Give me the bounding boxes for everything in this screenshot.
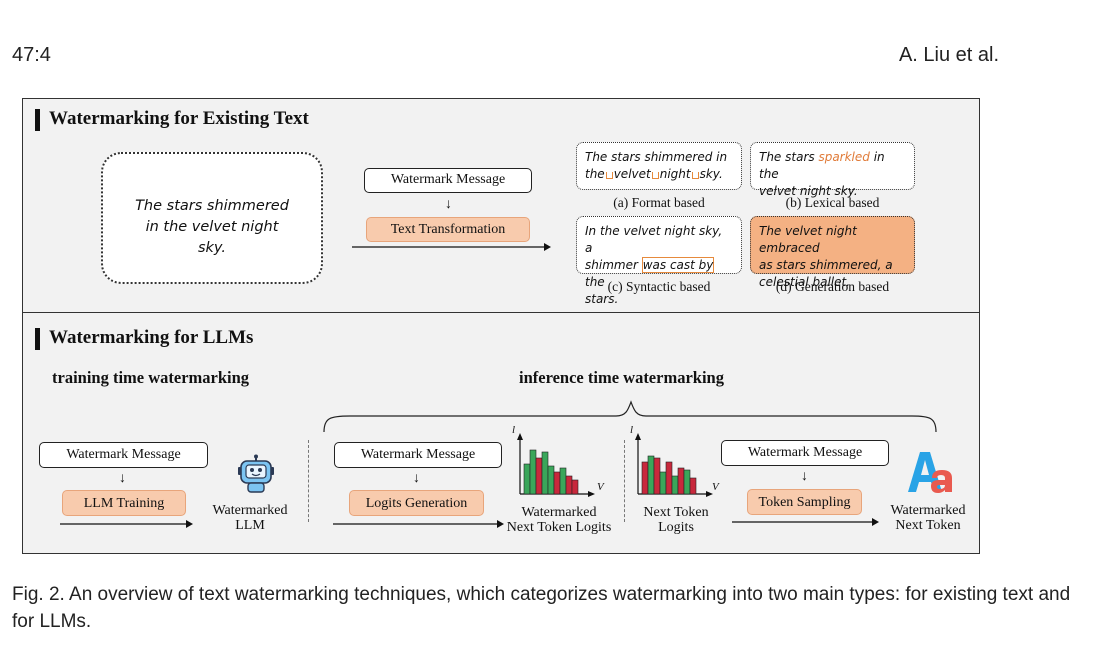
- down-arrow-icon: ↓: [413, 469, 420, 485]
- separator-dashed-line: [308, 440, 309, 522]
- format-line-1: The stars shimmered in: [585, 150, 728, 164]
- robot-icon: [238, 454, 274, 493]
- logits-message-label: Watermark Message: [360, 447, 476, 462]
- lexical-example-box: The stars sparkled in the velvet night s…: [750, 142, 915, 198]
- down-arrow-icon: ↓: [119, 469, 126, 485]
- syntactic-highlight: was cast by: [641, 257, 715, 273]
- logits-arrow-icon: [333, 520, 504, 528]
- section-divider: [22, 312, 980, 313]
- llm-title: Watermarking for LLMs: [49, 327, 254, 348]
- source-text: The stars shimmered in the velvet night …: [135, 198, 289, 256]
- logits-generation-box: Logits Generation: [349, 490, 484, 516]
- lexical-line-1: The stars sparkled in the: [759, 150, 885, 181]
- generation-line-3: celestial ballet.: [759, 275, 851, 289]
- down-arrow-icon: ↓: [801, 467, 808, 483]
- next-token-logits-label: Next Token Logits: [643, 505, 709, 535]
- existing-text-title: Watermarking for Existing Text: [49, 108, 309, 129]
- syntactic-line-3: stars.: [585, 292, 619, 306]
- sampling-message-box: Watermark Message: [721, 440, 889, 466]
- section-marker: [35, 328, 40, 350]
- sampling-arrow-icon: [732, 518, 879, 526]
- down-arrow-icon: ↓: [445, 195, 452, 211]
- token-sampling-label: Token Sampling: [758, 495, 851, 510]
- training-time-title: training time watermarking: [52, 368, 250, 387]
- lexical-based-label: (b) Lexical based: [785, 195, 880, 210]
- text-transformation-box: Text Transformation: [366, 217, 530, 242]
- watermarked-llm-label: Watermarked LLM: [212, 503, 288, 533]
- logits-message-box: Watermark Message: [334, 442, 502, 468]
- llm-training-label: LLM Training: [83, 496, 165, 511]
- sampling-message-label: Watermark Message: [747, 445, 863, 460]
- watermark-message-label: Watermark Message: [390, 172, 506, 187]
- page-number: 47:4: [12, 44, 51, 66]
- watermarked-next-token-label: Watermarked Next Token: [890, 503, 966, 533]
- lexical-substituted-word: sparkled: [818, 150, 870, 164]
- next-token-logits-chart-icon: [635, 433, 713, 497]
- watermark-message-box: Watermark Message: [364, 168, 532, 193]
- format-based-label: (a) Format based: [613, 195, 705, 210]
- training-message-box: Watermark Message: [39, 442, 208, 468]
- separator-dashed-line: [624, 440, 625, 522]
- watermarked-next-token-logits-label: Watermarked Next Token Logits: [506, 505, 612, 535]
- lexical-line-2: velvet night sky.: [759, 184, 858, 198]
- text-transformation-label: Text Transformation: [390, 222, 506, 237]
- watermarked-logits-chart-icon: [517, 433, 595, 497]
- wm-logits-axis-x: V: [597, 481, 604, 493]
- running-authors: A. Liu et al.: [898, 44, 999, 66]
- token-sampling-box: Token Sampling: [747, 489, 862, 515]
- wm-logits-axis-y: l: [512, 424, 516, 436]
- inference-time-title: inference time watermarking: [519, 368, 724, 387]
- generation-line-2: as stars shimmered, a: [759, 258, 893, 272]
- logits-generation-label: Logits Generation: [365, 496, 468, 511]
- figure-caption: Fig. 2. An overview of text watermarking…: [12, 584, 1071, 632]
- source-text-box: The stars shimmered in the velvet night …: [101, 152, 323, 284]
- syntactic-line-1: In the velvet night sky, a: [585, 224, 723, 255]
- generation-example-box: The velvet night embraced as stars shimm…: [750, 216, 915, 289]
- training-arrow-icon: [60, 520, 193, 528]
- next-logits-axis-x: V: [712, 481, 719, 493]
- training-message-label: Watermark Message: [66, 447, 181, 462]
- syntactic-example-box: In the velvet night sky, a shimmer was c…: [576, 216, 742, 306]
- inference-brace-icon: [323, 400, 937, 433]
- next-logits-axis-y: l: [630, 424, 634, 436]
- syntactic-based-label: (c) Syntactic based: [607, 279, 711, 294]
- syntactic-line-2: shimmer was cast by the: [585, 257, 715, 289]
- generation-line-1: The velvet night embraced: [759, 224, 857, 255]
- section-marker: [35, 109, 40, 131]
- generation-based-label: (d) Generation based: [775, 279, 890, 294]
- letter-a-icon: [908, 452, 952, 493]
- transform-arrow-icon: [352, 243, 551, 251]
- llm-training-box: LLM Training: [62, 490, 186, 516]
